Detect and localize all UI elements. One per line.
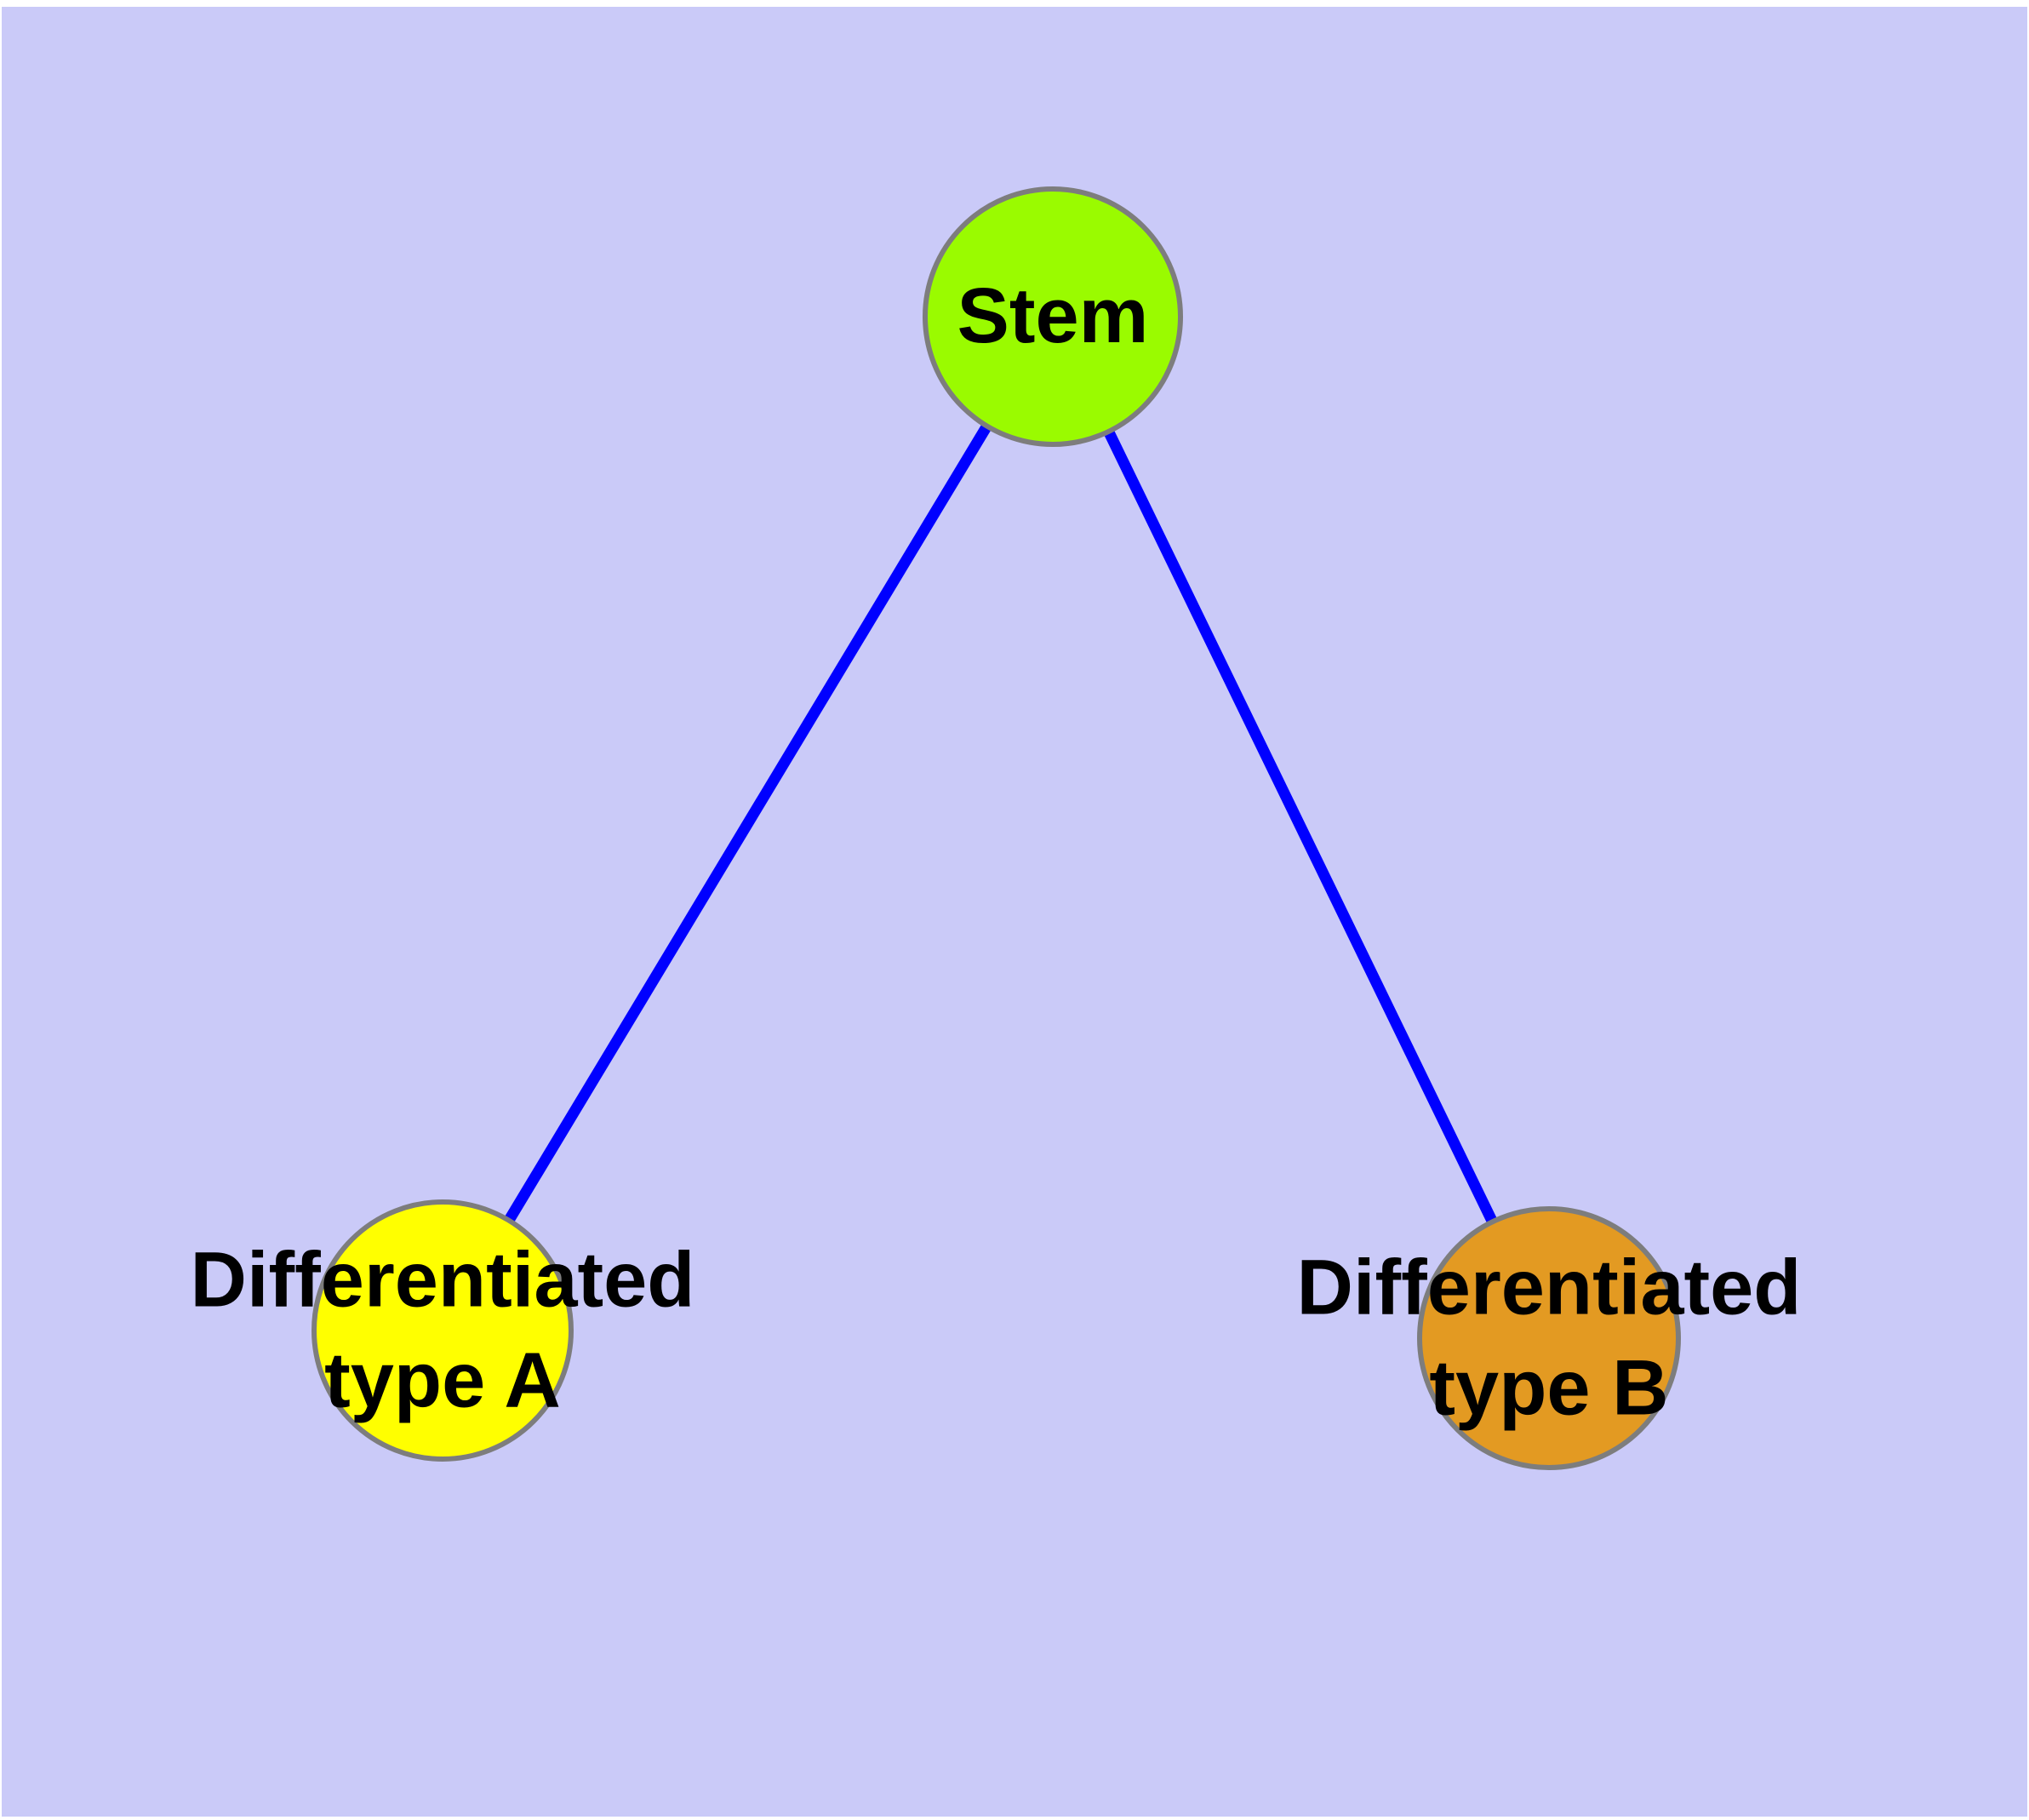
edge-stem-to-diff-a — [437, 313, 1058, 1334]
node-circle-stem — [923, 186, 1183, 447]
node-circle-diff-b — [1417, 1206, 1681, 1470]
node-circle-diff-a — [311, 1199, 574, 1462]
edges-layer — [437, 313, 1554, 1341]
edge-stem-to-diff-b — [1048, 314, 1554, 1341]
nodes-layer — [311, 186, 1681, 1470]
